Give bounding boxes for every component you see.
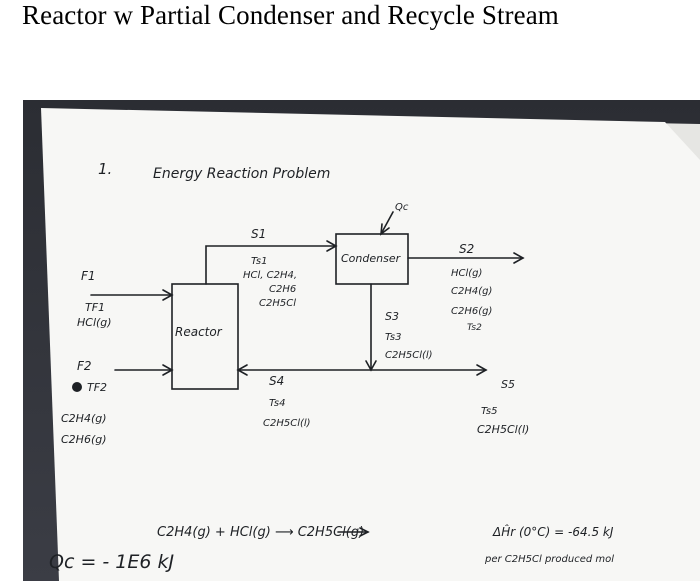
s4-comp: C2H5Cl(l) xyxy=(263,418,311,429)
s2-comp-2: C2H4(g) xyxy=(451,286,492,297)
s5-name: S5 xyxy=(501,378,515,391)
reactor-label: Reactor xyxy=(175,325,223,339)
f1-temp: TF1 xyxy=(85,301,105,314)
s3-name: S3 xyxy=(385,310,399,323)
condenser-box xyxy=(335,233,409,285)
f2-temp: TF2 xyxy=(87,381,107,394)
f2-marker-dot xyxy=(72,382,82,392)
f1-name: F1 xyxy=(81,269,96,283)
flowsheet-drawing: 1. Energy Reaction Problem Reactor Conde… xyxy=(41,108,700,581)
s1-comp-1: HCl, C2H4, xyxy=(243,270,297,281)
problem-heading: Energy Reaction Problem xyxy=(153,166,330,182)
s2-comp-1: HCl(g) xyxy=(451,268,482,279)
s3-comp: C2H5Cl(l) xyxy=(385,350,433,361)
reaction-basis: per C2H5Cl produced mol xyxy=(484,554,614,565)
s1-name: S1 xyxy=(251,227,266,241)
f2-name: F2 xyxy=(77,359,92,373)
s1-comp-3: C2H5Cl xyxy=(259,298,296,309)
s1-line xyxy=(205,245,337,285)
s4-temp: Ts4 xyxy=(269,398,286,409)
condenser-duty: Qc = - 1E6 kJ xyxy=(49,551,175,573)
f2-comp-1: C2H4(g) xyxy=(61,412,107,425)
s5-temp: Ts5 xyxy=(481,406,498,417)
s1-comp-2: C2H6 xyxy=(269,284,296,295)
problem-number: 1. xyxy=(98,160,112,178)
s1-temp: Ts1 xyxy=(251,256,268,267)
page-title: Reactor w Partial Condenser and Recycle … xyxy=(22,0,559,30)
s4-name: S4 xyxy=(269,374,284,388)
reaction-equation: C2H4(g) + HCl(g) ⟶ C2H5Cl(g) xyxy=(157,525,364,540)
handwritten-diagram-photo: 1. Energy Reaction Problem Reactor Conde… xyxy=(23,100,700,581)
reaction-enthalpy: ΔĤr (0°C) = -64.5 kJ xyxy=(492,524,614,539)
f1-comp: HCl(g) xyxy=(77,316,112,329)
f2-comp-2: C2H6(g) xyxy=(61,433,107,446)
s5-comp: C2H5Cl(l) xyxy=(477,423,529,436)
qc-label: Qc xyxy=(395,202,409,213)
s2-comp-3: C2H6(g) xyxy=(451,306,492,317)
s2-temp: Ts2 xyxy=(467,323,482,333)
s2-name: S2 xyxy=(459,242,474,256)
qc-arrow xyxy=(380,211,394,235)
s3-temp: Ts3 xyxy=(385,332,402,343)
condenser-label: Condenser xyxy=(341,252,402,265)
reactor-box xyxy=(171,283,239,390)
